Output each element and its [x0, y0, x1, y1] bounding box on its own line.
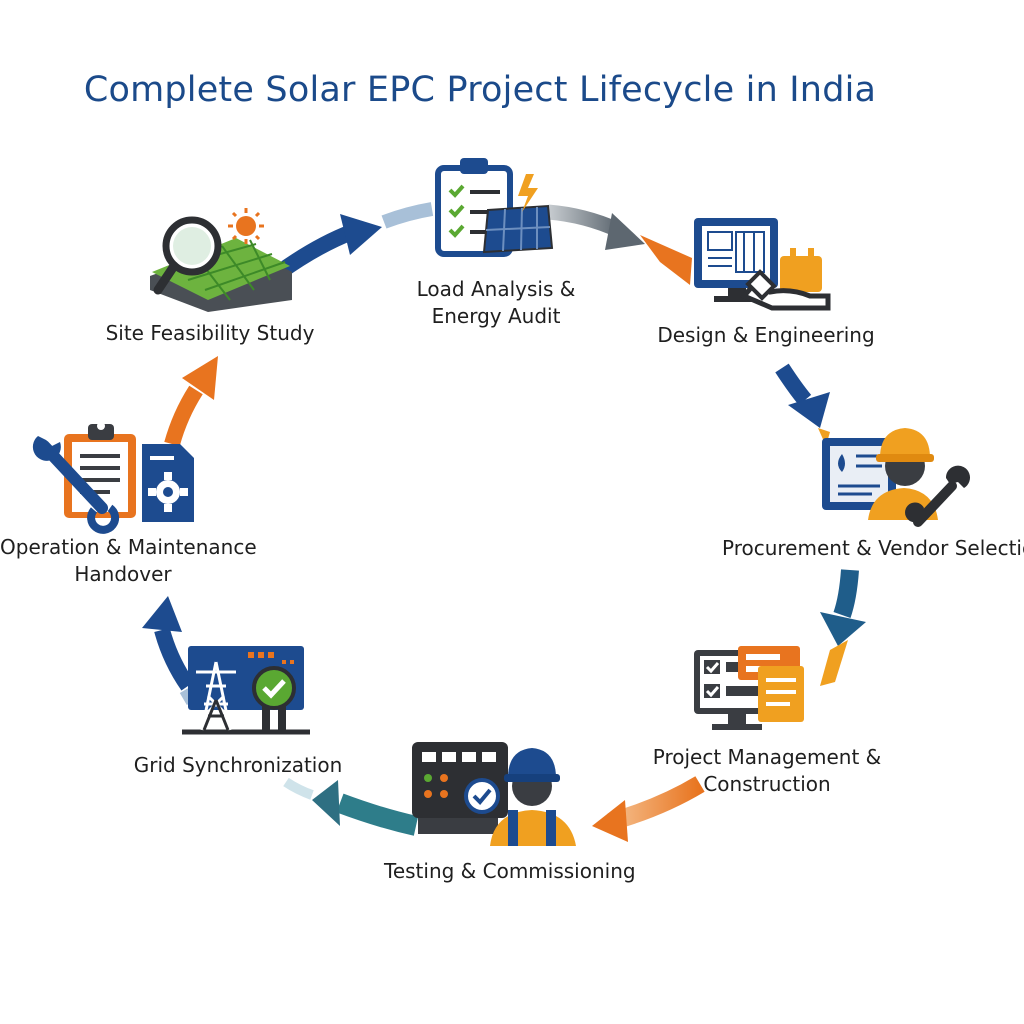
arrow-om-to-site [164, 356, 218, 447]
stage-label-load-line1: Load Analysis & [416, 277, 576, 301]
arrow-site-to-load [275, 202, 434, 279]
stage-label-om-line2: Handover [74, 562, 172, 586]
arrow-design-accent [640, 235, 692, 285]
clipboard-solar-panel-icon [435, 158, 554, 257]
stage-label-om-line1: Operation & Maintenance [0, 535, 257, 559]
stage-label-design: Design & Engineering [657, 323, 875, 347]
stage-label-om: Operation & Maintenance Handover [0, 534, 257, 588]
control-panel-worker-icon [412, 742, 576, 846]
arrow-design-to-procurement [775, 363, 830, 446]
checklist-documents-icon [694, 646, 804, 730]
clipboard-wrench-gear-icon [32, 422, 194, 534]
arrow-load-to-design [547, 204, 645, 250]
monitor-blueprint-hand-icon [694, 218, 831, 311]
magnifier-map-sun-icon [150, 208, 292, 312]
arrow-procurement-to-pm [820, 569, 866, 686]
stage-label-pm: Project Management & Construction [650, 744, 884, 798]
arrow-testing-to-grid [283, 777, 419, 836]
worker-wrench-icon [822, 428, 970, 527]
arrow-pm-to-testing [592, 776, 705, 842]
stage-label-site: Site Feasibility Study [105, 321, 315, 345]
stage-label-grid: Grid Synchronization [133, 753, 343, 777]
stage-label-pm-line1: Project Management & [652, 745, 882, 769]
transmission-tower-check-icon [182, 646, 310, 735]
stage-label-pm-line2: Construction [703, 772, 831, 796]
arrow-grid-to-om [142, 596, 198, 706]
stage-label-procurement: Procurement & Vendor Selectic [722, 536, 1024, 560]
stage-label-load: Load Analysis & Energy Audit [396, 276, 596, 330]
stage-label-testing: Testing & Commissioning [384, 859, 636, 883]
stage-label-load-line2: Energy Audit [431, 304, 561, 328]
page-title: Complete Solar EPC Project Lifecycle in … [83, 70, 877, 110]
